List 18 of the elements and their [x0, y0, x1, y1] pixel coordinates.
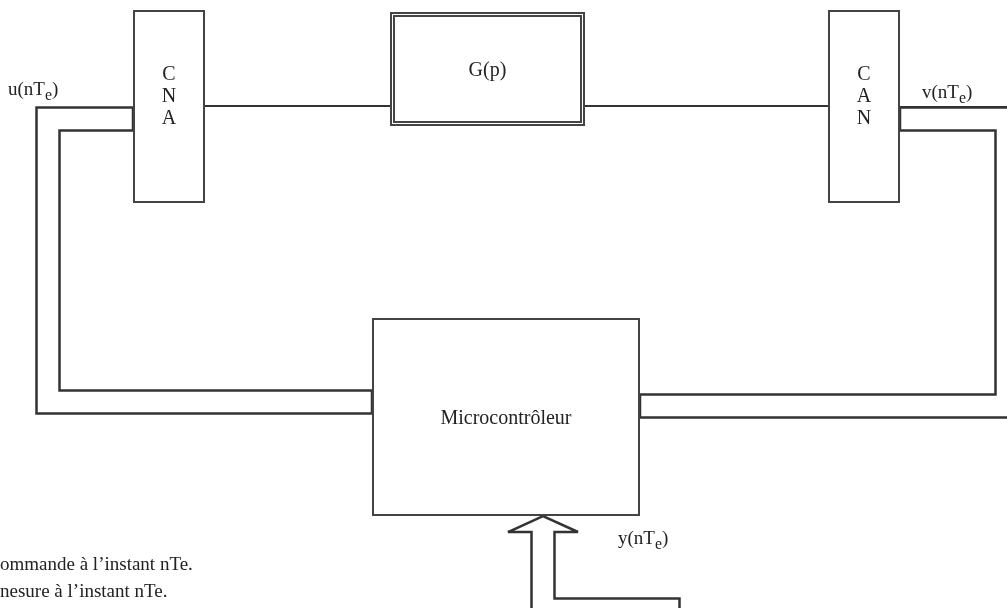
signal-label: v(nT$_{e}$) — [922, 82, 973, 107]
block-label: G(p) — [468, 57, 507, 81]
block-label: CAN — [855, 62, 873, 128]
signal-line — [584, 105, 829, 107]
note-text: nesure à l’instant nTe. — [0, 580, 168, 602]
block-label: Microcontrôleur — [440, 405, 572, 429]
block-box — [372, 318, 640, 516]
block-box — [828, 10, 900, 203]
signal-line — [204, 105, 391, 107]
block-box — [133, 10, 205, 203]
note-text: ommande à l’instant nTe. — [0, 553, 193, 575]
block-label: CNA — [160, 62, 178, 128]
signal-label: u(nT$_{e}$) — [8, 78, 59, 104]
signal-label: y(nT$_{e}$) — [618, 528, 669, 553]
bus-line — [35, 106, 374, 415]
bus-line — [638, 106, 1007, 419]
block-box — [390, 12, 585, 126]
bus-arrow — [506, 514, 681, 608]
